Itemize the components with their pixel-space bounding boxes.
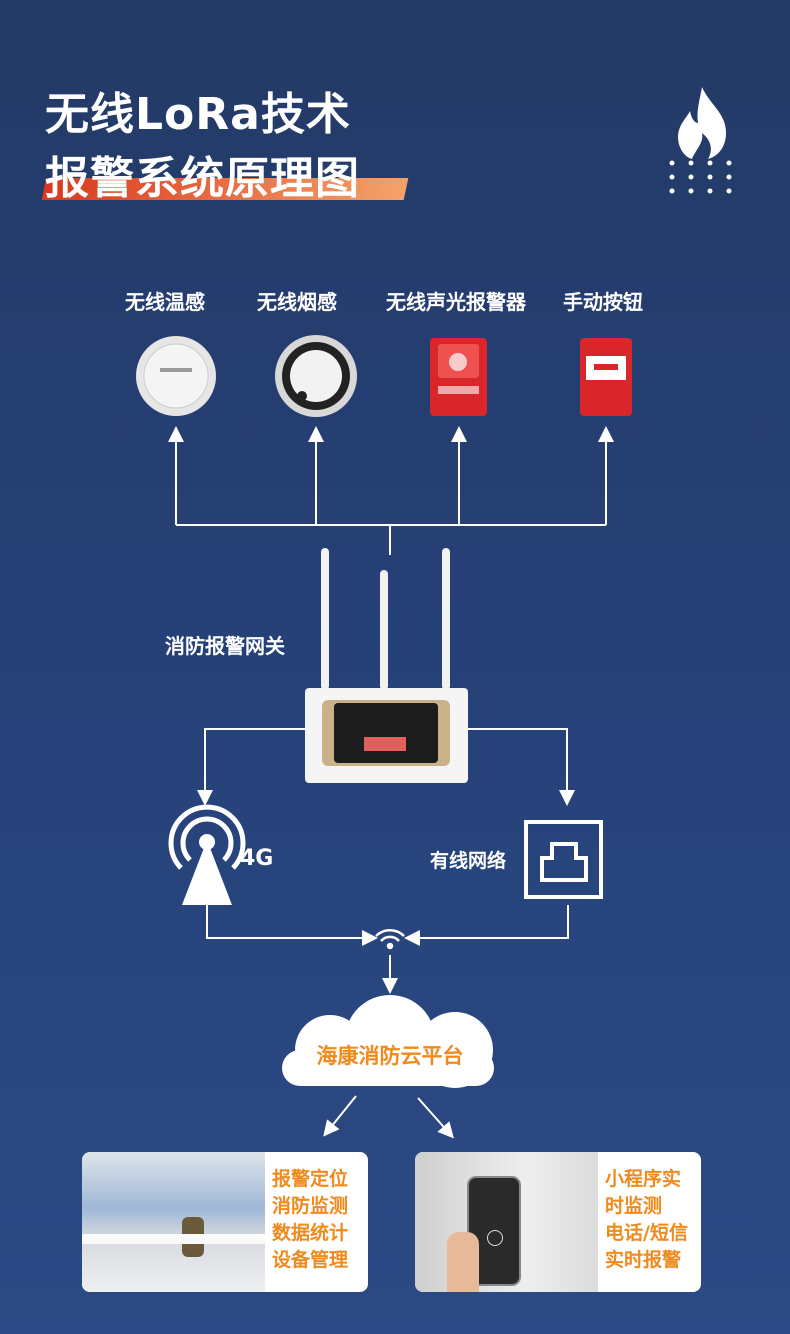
phone-photo (415, 1152, 598, 1292)
feature-list: 报警定位 消防监测 数据统计 设备管理 (272, 1166, 348, 1274)
antenna-icon (321, 548, 450, 690)
page-title-line1: 无线LoRa技术 (45, 89, 351, 140)
gateway-label: 消防报警网关 (165, 634, 285, 658)
smoke-detector-icon (275, 335, 357, 417)
device-label-button: 手动按钮 (563, 290, 643, 314)
device-label-smoke: 无线烟感 (257, 290, 337, 314)
office-photo (82, 1152, 265, 1292)
dot-grid-icon (669, 160, 732, 194)
cell-tower-icon (168, 804, 246, 905)
feature-list: 小程序实 时监测 电话/短信 实时报警 (605, 1166, 688, 1274)
mobile-feature-card: 小程序实 时监测 电话/短信 实时报警 (415, 1152, 701, 1292)
feature-text: 消防监测 (272, 1195, 349, 1217)
heat-detector-icon (136, 336, 216, 416)
wired-network-label: 有线网络 (430, 850, 507, 872)
gateway-device-icon (305, 688, 468, 783)
feature-text: 小程序实 (605, 1168, 682, 1190)
manual-call-point-icon (580, 338, 632, 416)
flame-icon (669, 87, 732, 194)
device-label-heat: 无线温感 (125, 290, 205, 314)
feature-text: 电话/短信 (605, 1222, 688, 1244)
cloud-icon (282, 995, 494, 1088)
cellular-label: 4G (240, 846, 274, 871)
wifi-icon (375, 929, 405, 950)
cloud-platform-label: 海康消防云平台 (316, 1044, 464, 1068)
page-title-line2: 报警系统原理图 (45, 153, 360, 204)
platform-feature-card: 报警定位 消防监测 数据统计 设备管理 (82, 1152, 368, 1292)
ethernet-port-icon (524, 820, 603, 899)
sounder-strobe-icon (430, 338, 487, 416)
device-label-sounder: 无线声光报警器 (386, 290, 526, 314)
feature-text: 报警定位 (272, 1168, 349, 1190)
feature-text: 时监测 (605, 1195, 663, 1217)
feature-text: 设备管理 (272, 1249, 349, 1271)
feature-text: 数据统计 (272, 1222, 349, 1244)
feature-text: 实时报警 (605, 1249, 682, 1271)
